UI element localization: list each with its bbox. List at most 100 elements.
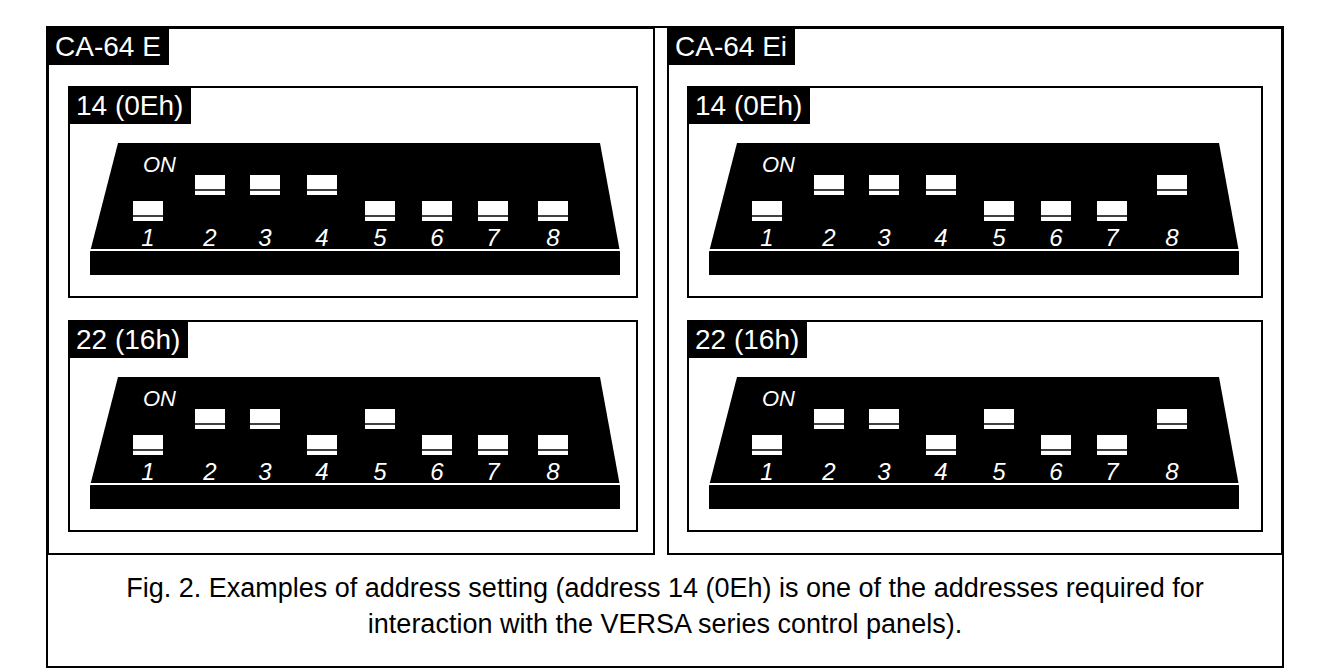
panel-heading: CA-64 Ei (669, 29, 795, 65)
switch-number: 2 (203, 226, 216, 250)
switch-body (709, 143, 1239, 275)
switch-edge (709, 483, 1239, 485)
page-frame (47, 27, 1283, 667)
switch-number: 1 (141, 226, 154, 250)
switch-toggle (307, 435, 337, 455)
switch-toggle (984, 409, 1014, 429)
panel-frame: CA-64 Ei 14 (0Eh) 22 (16h) (667, 27, 1283, 555)
switch-number: 2 (203, 460, 216, 484)
on-marker: ON (762, 154, 795, 176)
switch-number: 8 (546, 226, 559, 250)
switch-edge (709, 249, 1239, 251)
switch-toggle (478, 435, 508, 455)
switch-edge (90, 249, 620, 251)
toggle-shade (984, 215, 1014, 217)
toggle-shade (814, 423, 844, 425)
switch-toggle (133, 435, 163, 455)
switch-toggle (1157, 175, 1187, 195)
switch-body (90, 377, 620, 509)
address-panel: 14 (0Eh) (68, 86, 638, 298)
switch-toggle (133, 201, 163, 221)
switch-number: 7 (486, 460, 499, 484)
switch-body (709, 377, 1239, 509)
toggle-shade (365, 215, 395, 217)
switch-number: 8 (546, 460, 559, 484)
toggle-shade (926, 449, 956, 451)
panel-heading: 22 (16h) (689, 322, 807, 358)
switch-number: 4 (315, 226, 328, 250)
toggle-shade (307, 189, 337, 191)
toggle-shade (538, 215, 568, 217)
switch-toggle (984, 201, 1014, 221)
switch-number: 7 (1105, 226, 1118, 250)
toggle-shade (250, 423, 280, 425)
switch-number: 7 (1105, 460, 1118, 484)
switch-toggle (926, 435, 956, 455)
switch-number: 3 (877, 460, 890, 484)
switch-number: 5 (373, 226, 386, 250)
switch-toggle (752, 435, 782, 455)
on-marker: ON (143, 388, 176, 410)
switch-toggle (365, 201, 395, 221)
switch-number: 3 (877, 226, 890, 250)
toggle-shade (1157, 189, 1187, 191)
toggle-shade (814, 189, 844, 191)
switch-number: 3 (258, 460, 271, 484)
dip-switch (90, 143, 620, 275)
switch-number: 4 (315, 460, 328, 484)
switch-toggle (250, 409, 280, 429)
switch-number: 4 (934, 460, 947, 484)
toggle-shade (926, 189, 956, 191)
address-panel: 22 (16h) (68, 320, 638, 532)
toggle-shade (133, 215, 163, 217)
on-marker: ON (762, 388, 795, 410)
toggle-shade (984, 423, 1014, 425)
switch-number: 6 (430, 460, 443, 484)
toggle-shade (195, 189, 225, 191)
panel-heading: 22 (16h) (70, 322, 188, 358)
toggle-shade (538, 449, 568, 451)
address-panel: 22 (16h) (687, 320, 1263, 532)
switch-toggle (869, 175, 899, 195)
toggle-shade (752, 215, 782, 217)
switch-toggle (422, 435, 452, 455)
switch-toggle (926, 175, 956, 195)
switch-number: 8 (1165, 226, 1178, 250)
switch-toggle (307, 175, 337, 195)
toggle-shade (869, 189, 899, 191)
switch-toggle (1041, 435, 1071, 455)
switch-toggle (250, 175, 280, 195)
switch-toggle (195, 175, 225, 195)
switch-body (90, 143, 620, 275)
switch-toggle (365, 409, 395, 429)
panel-heading: 14 (0Eh) (70, 88, 191, 124)
panel-heading: 14 (0Eh) (689, 88, 810, 124)
switch-toggle (1097, 201, 1127, 221)
panel-heading: CA-64 E (49, 29, 169, 65)
toggle-shade (365, 423, 395, 425)
switch-number: 1 (760, 226, 773, 250)
panel-frame: CA-64 E 14 (0Eh) 22 (16h) (47, 27, 655, 555)
switch-toggle (422, 201, 452, 221)
switch-number: 6 (430, 226, 443, 250)
switch-number: 1 (760, 460, 773, 484)
toggle-shade (422, 215, 452, 217)
switch-number: 5 (373, 460, 386, 484)
toggle-shade (1041, 449, 1071, 451)
switch-toggle (1041, 201, 1071, 221)
switch-toggle (814, 175, 844, 195)
toggle-shade (478, 215, 508, 217)
switch-number: 7 (486, 226, 499, 250)
switch-toggle (869, 409, 899, 429)
address-panel: 14 (0Eh) (687, 86, 1263, 298)
toggle-shade (307, 449, 337, 451)
toggle-shade (1041, 215, 1071, 217)
toggle-shade (1097, 215, 1127, 217)
on-marker: ON (143, 154, 176, 176)
switch-edge (90, 483, 620, 485)
switch-number: 2 (822, 460, 835, 484)
switch-number: 3 (258, 226, 271, 250)
switch-toggle (752, 201, 782, 221)
toggle-shade (478, 449, 508, 451)
